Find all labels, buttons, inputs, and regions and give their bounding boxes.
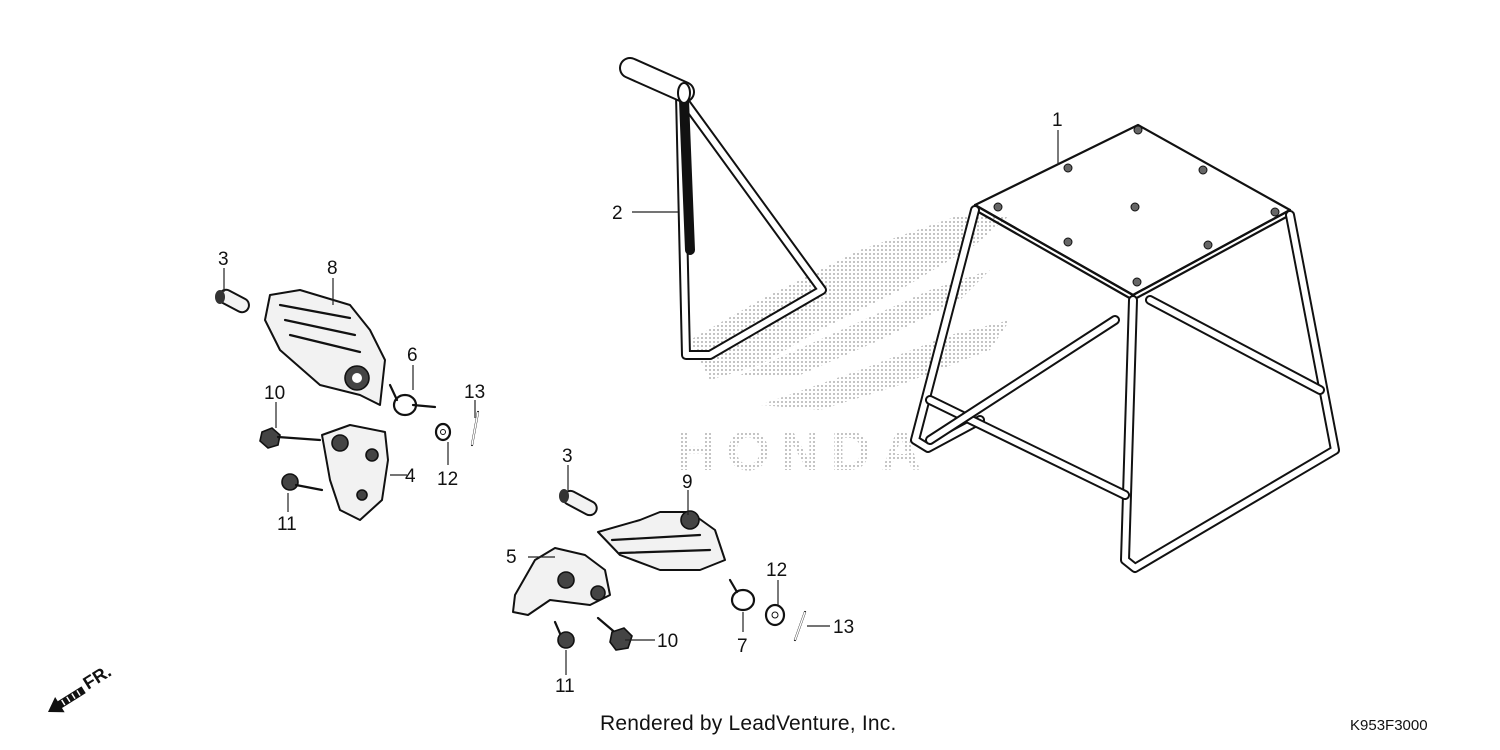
bolt-right [596, 616, 633, 651]
side-stand-handle [619, 57, 695, 104]
leader-lines [223, 130, 1059, 675]
screw-left [281, 473, 324, 492]
front-direction-indicator: FR. [48, 661, 115, 713]
honda-watermark: HONDA [676, 215, 1010, 482]
callout-footpeg-left: 8 [327, 258, 338, 279]
bracket-right [512, 547, 611, 616]
bolt-left [259, 427, 322, 449]
callout-bolt-left: 10 [264, 383, 285, 404]
cotter-right [793, 610, 807, 642]
left-footpeg-assembly [215, 288, 480, 521]
callout-screw-left: 11 [277, 514, 297, 535]
washer-right [764, 603, 786, 627]
callout-footpeg-right: 9 [682, 472, 693, 493]
callout-stand: 1 [1052, 110, 1063, 131]
callout-pin-left: 3 [218, 249, 229, 270]
spring-left [388, 383, 437, 417]
render-credit: Rendered by LeadVenture, Inc. [600, 712, 897, 735]
callout-cotter-right: 13 [833, 617, 854, 638]
callout-numbers: 1 2 3 8 6 10 13 4 12 11 3 9 5 12 7 10 13… [218, 110, 1063, 697]
callout-screw-right: 11 [555, 676, 575, 697]
callout-pin-right: 3 [562, 446, 573, 467]
callout-spring-left: 6 [407, 345, 418, 366]
spring-right [728, 578, 756, 612]
bracket-left [321, 424, 389, 521]
honda-wordmark: HONDA [676, 419, 931, 482]
callout-washer-left: 12 [437, 469, 458, 490]
washer-left [434, 422, 452, 442]
pin-right [559, 489, 598, 517]
screw-right [553, 620, 575, 649]
callout-cotter-left: 13 [464, 382, 485, 403]
callout-washer-right: 12 [766, 560, 787, 581]
callout-bolt-right: 10 [657, 631, 678, 652]
callout-side-stand: 2 [612, 203, 623, 224]
bike-stand [910, 123, 1340, 573]
diagram-code: K953F3000 [1350, 717, 1428, 734]
pin-left [215, 288, 250, 314]
callout-spring-right: 7 [737, 636, 748, 657]
footpeg-right [597, 510, 726, 571]
side-stand [619, 57, 827, 360]
callout-bracket-left: 4 [405, 466, 416, 487]
callout-bracket-right: 5 [506, 547, 517, 568]
front-direction-label: FR. [80, 661, 115, 693]
cotter-left [470, 410, 480, 447]
footpeg-left [264, 289, 386, 406]
right-footpeg-assembly [512, 489, 807, 651]
front-arrow-icon [48, 686, 86, 713]
